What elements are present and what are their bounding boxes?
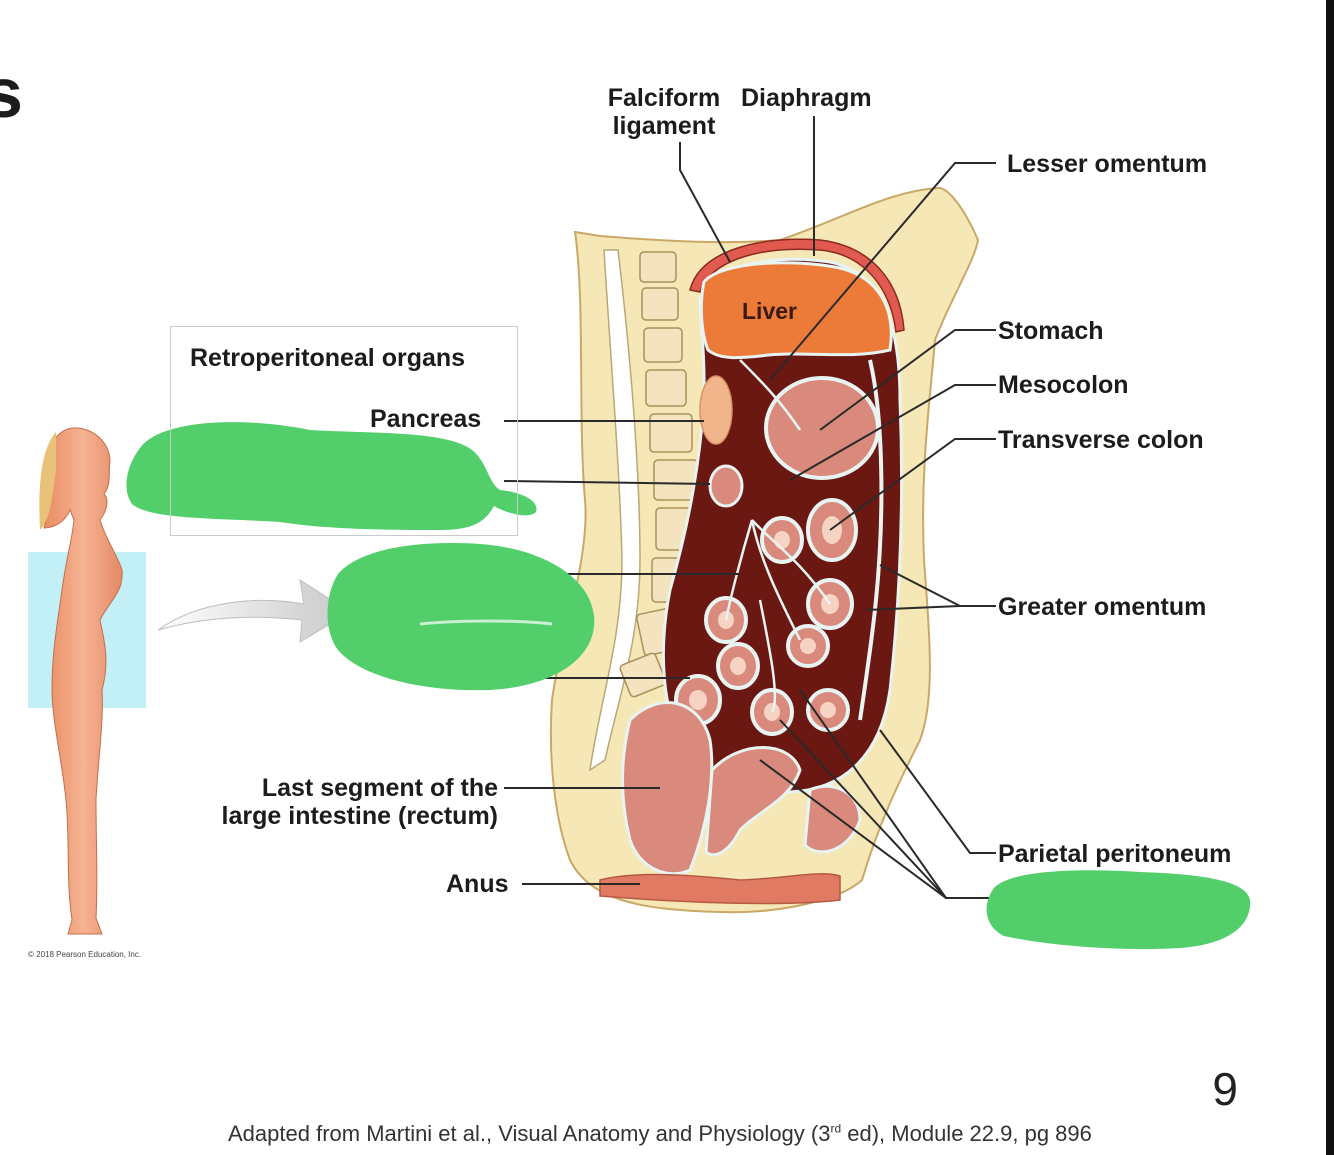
label-falciform-ligament: Falciform ligament bbox=[607, 84, 721, 140]
label-pancreas: Pancreas bbox=[370, 405, 482, 433]
citation: Adapted from Martini et al., Visual Anat… bbox=[228, 1121, 1092, 1147]
label-greater-omentum: Greater omentum bbox=[998, 593, 1207, 621]
label-retroperitoneal-organs: Retroperitoneal organs bbox=[190, 344, 466, 372]
slide-title-fragment: s bbox=[0, 54, 23, 132]
citation-superscript: rd bbox=[830, 1121, 842, 1136]
highlighter-marks bbox=[126, 422, 1251, 950]
retroperitoneal-box bbox=[170, 326, 518, 536]
label-diaphragm: Diaphragm bbox=[741, 84, 872, 112]
label-liver: Liver bbox=[742, 298, 797, 324]
leader-lines bbox=[500, 116, 996, 899]
liver-shape bbox=[699, 261, 893, 360]
sagittal-section bbox=[549, 186, 980, 914]
copyright-note: © 2018 Pearson Education, Inc. bbox=[28, 950, 142, 959]
page-number: 9 bbox=[1212, 1063, 1238, 1115]
pancreas-shape bbox=[699, 375, 733, 445]
citation-text: Adapted from Martini et al., Visual Anat… bbox=[228, 1121, 831, 1146]
label-transverse-colon: Transverse colon bbox=[998, 426, 1204, 454]
label-anus: Anus bbox=[446, 870, 509, 898]
label-mesocolon: Mesocolon bbox=[998, 371, 1129, 399]
citation-text-end: ed), Module 22.9, pg 896 bbox=[841, 1121, 1092, 1146]
label-parietal-peritoneum: Parietal peritoneum bbox=[998, 840, 1232, 868]
label-rectum: Last segment of the large intestine (rec… bbox=[221, 774, 498, 830]
window-edge bbox=[1326, 0, 1334, 1155]
label-stomach: Stomach bbox=[998, 317, 1104, 345]
rectum-shape bbox=[621, 701, 714, 876]
label-lesser-omentum: Lesser omentum bbox=[1007, 150, 1208, 178]
direction-arrow bbox=[157, 578, 351, 643]
body-orientation-figure bbox=[28, 427, 146, 935]
